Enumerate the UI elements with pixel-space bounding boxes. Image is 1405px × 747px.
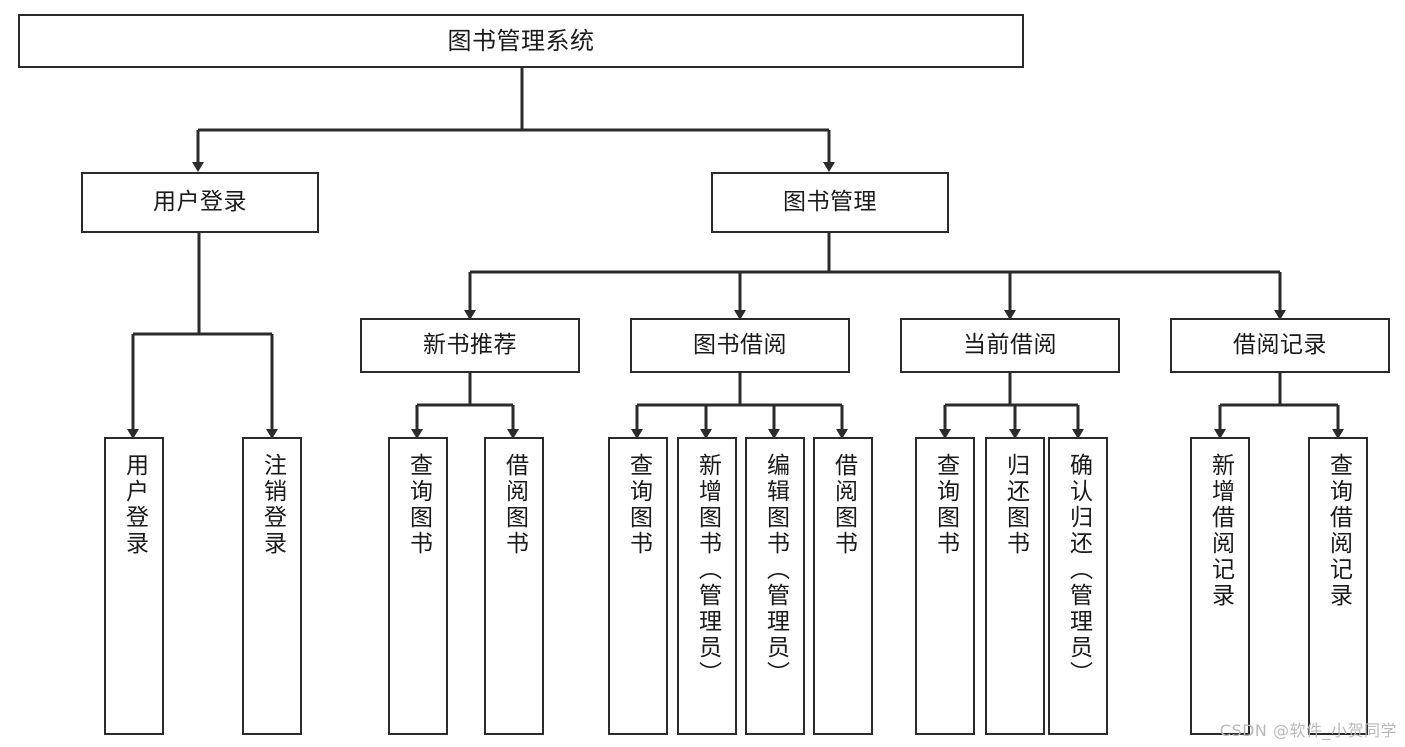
node-leaf-query-record-label: 查询借阅记录 <box>1325 453 1352 609</box>
node-leaf-logout-login-label: 注销登录 <box>259 453 286 557</box>
node-book-borrow[interactable]: 图书借阅 <box>630 318 850 373</box>
node-root-label: 图书管理系统 <box>447 26 595 55</box>
node-borrow-record[interactable]: 借阅记录 <box>1170 318 1390 373</box>
node-new-book-recommend-label: 新书推荐 <box>423 331 517 358</box>
node-leaf-logout-login[interactable]: 注销登录 <box>242 437 302 735</box>
node-user-login-label: 用户登录 <box>153 188 247 215</box>
node-leaf-add-record-label: 新增借阅记录 <box>1207 453 1234 609</box>
node-book-manage-label: 图书管理 <box>783 188 877 215</box>
node-leaf-edit-book[interactable]: 编辑图书（管理员） <box>745 437 805 735</box>
node-leaf-borrow-book-1-label: 借阅图书 <box>501 453 528 557</box>
node-leaf-query-record[interactable]: 查询借阅记录 <box>1308 437 1368 735</box>
node-leaf-return-book-label: 归还图书 <box>1002 453 1029 557</box>
node-current-borrow[interactable]: 当前借阅 <box>900 318 1120 373</box>
node-book-borrow-label: 图书借阅 <box>693 331 787 358</box>
node-leaf-query-book-3[interactable]: 查询图书 <box>915 437 975 735</box>
node-book-manage[interactable]: 图书管理 <box>711 172 949 233</box>
node-leaf-add-record[interactable]: 新增借阅记录 <box>1190 437 1250 735</box>
node-leaf-borrow-book-2[interactable]: 借阅图书 <box>813 437 873 735</box>
node-leaf-add-book-label: 新增图书（管理员） <box>694 453 721 687</box>
node-leaf-add-book[interactable]: 新增图书（管理员） <box>677 437 737 735</box>
node-user-login[interactable]: 用户登录 <box>81 172 319 233</box>
node-new-book-recommend[interactable]: 新书推荐 <box>360 318 580 373</box>
node-leaf-edit-book-label: 编辑图书（管理员） <box>762 453 789 687</box>
node-leaf-query-book-2[interactable]: 查询图书 <box>608 437 668 735</box>
node-leaf-user-login-label: 用户登录 <box>121 453 148 557</box>
node-leaf-return-book[interactable]: 归还图书 <box>985 437 1045 735</box>
node-leaf-query-book-3-label: 查询图书 <box>932 453 959 557</box>
node-leaf-confirm-return[interactable]: 确认归还（管理员） <box>1048 437 1108 735</box>
node-leaf-query-book-2-label: 查询图书 <box>625 453 652 557</box>
node-leaf-query-book-1-label: 查询图书 <box>405 453 432 557</box>
node-borrow-record-label: 借阅记录 <box>1233 331 1327 358</box>
node-leaf-query-book-1[interactable]: 查询图书 <box>388 437 448 735</box>
node-leaf-user-login[interactable]: 用户登录 <box>104 437 164 735</box>
node-leaf-borrow-book-1[interactable]: 借阅图书 <box>484 437 544 735</box>
node-root[interactable]: 图书管理系统 <box>18 14 1024 68</box>
node-current-borrow-label: 当前借阅 <box>963 331 1057 358</box>
node-leaf-borrow-book-2-label: 借阅图书 <box>830 453 857 557</box>
node-leaf-confirm-return-label: 确认归还（管理员） <box>1065 453 1092 687</box>
